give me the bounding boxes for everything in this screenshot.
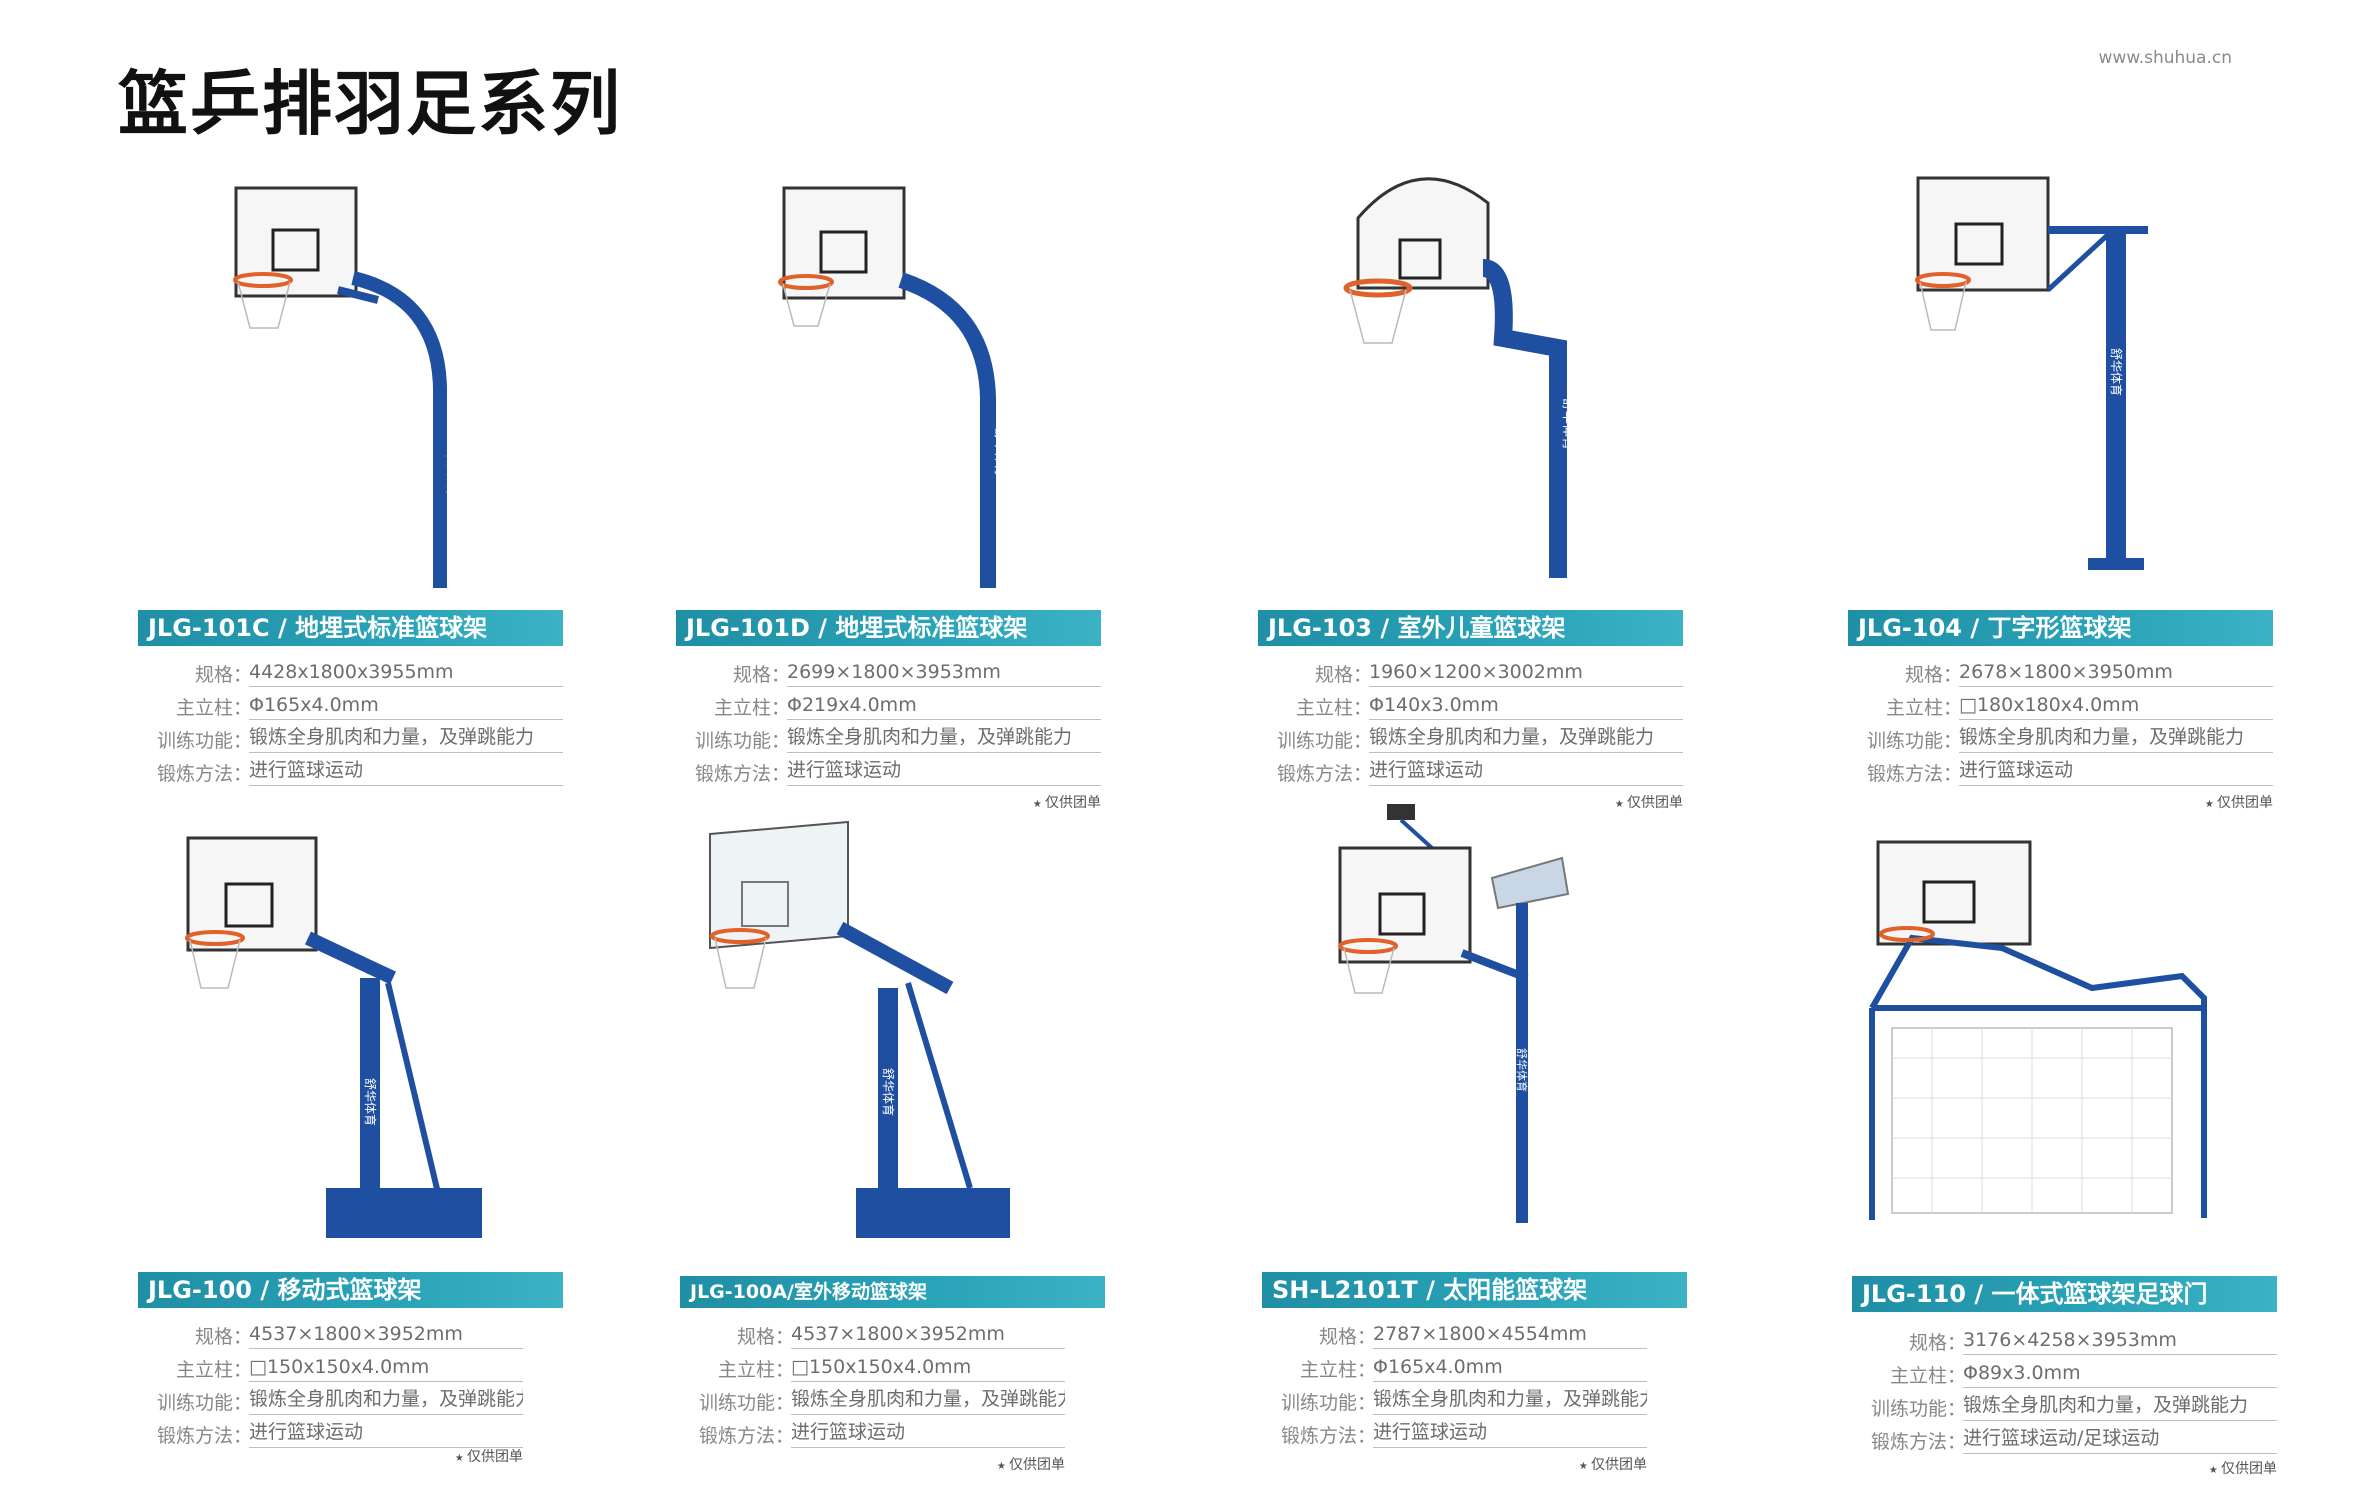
product-image: 舒华体育 bbox=[138, 148, 563, 608]
hoop-illustration-mobile: 舒华体育 bbox=[185, 836, 482, 1238]
hoop-illustration-t-frame: 舒华体育 bbox=[1915, 176, 2148, 570]
product-title: JLG-101D / 地埋式标准篮球架 bbox=[676, 610, 1101, 646]
product-title: JLG-104 / 丁字形篮球架 bbox=[1848, 610, 2273, 646]
product-image: 舒华体育 bbox=[1258, 148, 1683, 608]
spec-row-column: 主立柱：Φ165x4.0mm bbox=[1262, 1349, 1647, 1382]
group-order-note: 仅供团单 bbox=[997, 1454, 1065, 1474]
product-card-jlg-103[interactable]: 舒华体育 JLG-103 / 室外儿童篮球架 规格：1960×1200×3002… bbox=[1258, 148, 1683, 811]
product-image: 舒华体育 bbox=[676, 148, 1101, 608]
hoop-illustration-goal-combo bbox=[1869, 840, 2207, 1220]
spec-row-column: 主立柱：□150x150x4.0mm bbox=[138, 1349, 523, 1382]
spec-table: 规格：2678×1800×3950mm 主立柱：□180x180x4.0mm 训… bbox=[1848, 654, 2273, 786]
product-image: 舒华体育 bbox=[1848, 148, 2273, 608]
spec-row-size: 规格：4537×1800×3952mm bbox=[680, 1316, 1065, 1349]
hoop-illustration-gooseneck: 舒华体育 bbox=[778, 186, 1008, 588]
svg-text:舒华体育: 舒华体育 bbox=[445, 448, 460, 496]
spec-row-size: 规格：4428x1800x3955mm bbox=[138, 654, 563, 687]
group-order-note: 仅供团单 bbox=[455, 1446, 523, 1466]
product-title: JLG-110 / 一体式篮球架足球门 bbox=[1852, 1276, 2277, 1312]
product-card-jlg-100[interactable]: 舒华体育 JLG-100 / 移动式篮球架 规格：4537×1800×3952m… bbox=[138, 810, 563, 1465]
spec-row-method: 锻炼方法：进行篮球运动 bbox=[1848, 753, 2273, 786]
spec-row-column: 主立柱：□180x180x4.0mm bbox=[1848, 687, 2273, 720]
spec-table: 规格：4537×1800×3952mm 主立柱：□150x150x4.0mm 训… bbox=[138, 1316, 523, 1448]
spec-row-method: 锻炼方法：进行篮球运动 bbox=[1262, 1415, 1647, 1448]
spec-row-method: 锻炼方法：进行篮球运动 bbox=[676, 753, 1101, 786]
product-title: JLG-103 / 室外儿童篮球架 bbox=[1258, 610, 1683, 646]
product-card-jlg-104[interactable]: 舒华体育 JLG-104 / 丁字形篮球架 规格：2678×1800×3950m… bbox=[1848, 148, 2273, 811]
product-card-sh-l2101t[interactable]: 舒华体育 SH-L2101T / 太阳能篮球架 规格：2787×1800×455… bbox=[1262, 804, 1687, 1473]
spec-row-function: 训练功能：锻炼全身肌肉和力量，及弹跳能力 bbox=[138, 720, 563, 753]
spec-row-function: 训练功能：锻炼全身肌肉和力量，及弹跳能力 bbox=[1258, 720, 1683, 753]
group-order-note: 仅供团单 bbox=[1033, 792, 1101, 812]
spec-row-column: 主立柱：Φ140x3.0mm bbox=[1258, 687, 1683, 720]
group-order-note: 仅供团单 bbox=[1579, 1454, 1647, 1474]
spec-row-size: 规格：2699×1800×3953mm bbox=[676, 654, 1101, 687]
product-image: 舒华体育 bbox=[1262, 798, 1687, 1258]
spec-table: 规格：2699×1800×3953mm 主立柱：Φ219x4.0mm 训练功能：… bbox=[676, 654, 1101, 786]
svg-text:舒华体育: 舒华体育 bbox=[1515, 1048, 1529, 1092]
spec-table: 规格：4537×1800×3952mm 主立柱：□150x150x4.0mm 训… bbox=[680, 1316, 1065, 1448]
product-image bbox=[1852, 798, 2277, 1258]
site-url[interactable]: www.shuhua.cn bbox=[2098, 48, 2232, 68]
spec-row-column: 主立柱：Φ219x4.0mm bbox=[676, 687, 1101, 720]
spec-row-function: 训练功能：锻炼全身肌肉和力量，及弹跳能力 bbox=[676, 720, 1101, 753]
hoop-illustration-child: 舒华体育 bbox=[1343, 177, 1576, 578]
spec-table: 规格：1960×1200×3002mm 主立柱：Φ140x3.0mm 训练功能：… bbox=[1258, 654, 1683, 786]
spec-row-size: 规格：2678×1800×3950mm bbox=[1848, 654, 2273, 687]
spec-table: 规格：3176×4258×3953mm 主立柱：Φ89x3.0mm 训练功能：锻… bbox=[1852, 1322, 2277, 1454]
product-title: SH-L2101T / 太阳能篮球架 bbox=[1262, 1272, 1687, 1308]
spec-row-column: 主立柱：□150x150x4.0mm bbox=[680, 1349, 1065, 1382]
product-card-jlg-100a[interactable]: 舒华体育 JLG-100A/室外移动篮球架 规格：4537×1800×3952m… bbox=[680, 810, 1105, 1473]
product-image: 舒华体育 bbox=[138, 798, 563, 1258]
hoop-illustration-gooseneck: 舒华体育 bbox=[233, 186, 460, 588]
group-order-note: 仅供团单 bbox=[2209, 1458, 2277, 1478]
spec-row-size: 规格：2787×1800×4554mm bbox=[1262, 1316, 1647, 1349]
product-title: JLG-101C / 地埋式标准篮球架 bbox=[138, 610, 563, 646]
spec-row-method: 锻炼方法：进行篮球运动 bbox=[680, 1415, 1065, 1448]
spec-row-column: 主立柱：Φ89x3.0mm bbox=[1852, 1355, 2277, 1388]
hoop-illustration-solar: 舒华体育 bbox=[1338, 804, 1570, 1223]
spec-row-method: 锻炼方法：进行篮球运动 bbox=[138, 1415, 523, 1448]
spec-row-function: 训练功能：锻炼全身肌肉和力量，及弹跳能力 bbox=[138, 1382, 523, 1415]
spec-row-function: 训练功能：锻炼全身肌肉和力量，及弹跳能力 bbox=[1852, 1388, 2277, 1421]
product-card-jlg-101c[interactable]: 舒华体育 JLG-101C / 地埋式标准篮球架 规格：4428x1800x39… bbox=[138, 148, 563, 786]
spec-row-function: 训练功能：锻炼全身肌肉和力量，及弹跳能力 bbox=[1848, 720, 2273, 753]
hoop-illustration-mobile-outdoor: 舒华体育 bbox=[709, 820, 1010, 1238]
product-title: JLG-100A/室外移动篮球架 bbox=[680, 1276, 1105, 1308]
group-order-note: 仅供团单 bbox=[2205, 792, 2273, 812]
spec-row-function: 训练功能：锻炼全身肌肉和力量，及弹跳能力 bbox=[680, 1382, 1065, 1415]
svg-text:舒华体育: 舒华体育 bbox=[1560, 398, 1576, 450]
product-card-jlg-101d[interactable]: 舒华体育 JLG-101D / 地埋式标准篮球架 规格：2699×1800×39… bbox=[676, 148, 1101, 811]
spec-row-size: 规格：1960×1200×3002mm bbox=[1258, 654, 1683, 687]
spec-row-method: 锻炼方法：进行篮球运动 bbox=[138, 753, 563, 786]
spec-table: 规格：2787×1800×4554mm 主立柱：Φ165x4.0mm 训练功能：… bbox=[1262, 1316, 1647, 1448]
product-card-jlg-110[interactable]: JLG-110 / 一体式篮球架足球门 规格：3176×4258×3953mm … bbox=[1852, 810, 2277, 1477]
svg-text:舒华体育: 舒华体育 bbox=[993, 428, 1008, 476]
svg-text:舒华体育: 舒华体育 bbox=[2109, 348, 2124, 396]
spec-row-size: 规格：3176×4258×3953mm bbox=[1852, 1322, 2277, 1355]
page-title: 篮乒排羽足系列 bbox=[118, 63, 622, 145]
svg-text:舒华体育: 舒华体育 bbox=[881, 1068, 896, 1116]
product-title: JLG-100 / 移动式篮球架 bbox=[138, 1272, 563, 1308]
spec-row-method: 锻炼方法：进行篮球运动/足球运动 bbox=[1852, 1421, 2277, 1454]
group-order-note: 仅供团单 bbox=[1615, 792, 1683, 812]
svg-text:舒华体育: 舒华体育 bbox=[363, 1078, 378, 1126]
product-image: 舒华体育 bbox=[680, 798, 1105, 1258]
spec-row-method: 锻炼方法：进行篮球运动 bbox=[1258, 753, 1683, 786]
spec-row-size: 规格：4537×1800×3952mm bbox=[138, 1316, 523, 1349]
spec-row-column: 主立柱：Φ165x4.0mm bbox=[138, 687, 563, 720]
spec-table: 规格：4428x1800x3955mm 主立柱：Φ165x4.0mm 训练功能：… bbox=[138, 654, 563, 786]
spec-row-function: 训练功能：锻炼全身肌肉和力量，及弹跳能力 bbox=[1262, 1382, 1647, 1415]
